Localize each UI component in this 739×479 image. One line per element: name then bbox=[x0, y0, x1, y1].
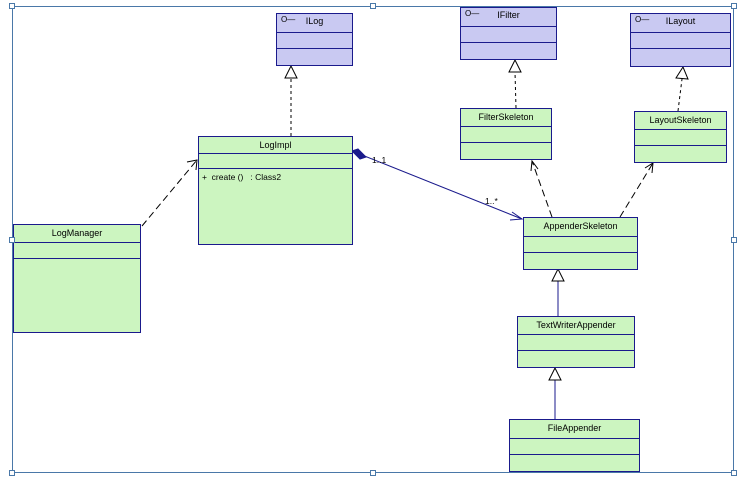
class-ilayout[interactable]: O— ILayout bbox=[630, 13, 731, 67]
resize-handle-top-left[interactable] bbox=[9, 3, 15, 9]
class-name: LogManager bbox=[14, 225, 140, 243]
attributes-compartment bbox=[518, 335, 634, 351]
resize-handle-bottom[interactable] bbox=[370, 470, 376, 476]
generalization-fileappender-textwriterappender[interactable] bbox=[548, 366, 562, 419]
class-name: TextWriterAppender bbox=[518, 317, 634, 335]
selection-frame bbox=[12, 6, 734, 473]
class-textwriterappender[interactable]: TextWriterAppender bbox=[517, 316, 635, 368]
class-layoutskeleton[interactable]: LayoutSkeleton bbox=[634, 111, 727, 163]
class-name: ILog bbox=[305, 16, 324, 26]
composition-logimpl-appenderskeleton[interactable] bbox=[351, 148, 524, 221]
class-appenderskeleton[interactable]: AppenderSkeleton bbox=[523, 217, 638, 270]
dependency-appenderskeleton-filterskeleton[interactable] bbox=[530, 159, 553, 218]
realization-filterskeleton-ifilter[interactable] bbox=[508, 58, 522, 109]
class-name: FileAppender bbox=[510, 420, 639, 439]
resize-handle-left[interactable] bbox=[9, 237, 15, 243]
class-logimpl[interactable]: LogImpl + create () : Class2 bbox=[198, 136, 353, 245]
realization-layoutskeleton-ilayout[interactable] bbox=[675, 65, 689, 112]
resize-handle-right[interactable] bbox=[731, 237, 737, 243]
multiplicity-source: 1..1 bbox=[372, 155, 387, 165]
class-logmanager[interactable]: LogManager bbox=[13, 224, 141, 333]
resize-handle-top[interactable] bbox=[370, 3, 376, 9]
class-name: FilterSkeleton bbox=[461, 109, 551, 127]
class-name: IFilter bbox=[497, 10, 520, 20]
class-ilog[interactable]: O— ILog bbox=[276, 13, 353, 66]
interface-icon: O— bbox=[635, 15, 650, 24]
class-fileappender[interactable]: FileAppender bbox=[509, 419, 640, 472]
attributes-compartment bbox=[199, 154, 352, 169]
interface-icon: O— bbox=[281, 15, 296, 24]
dependency-logmanager-logimpl[interactable] bbox=[141, 159, 198, 227]
attributes-compartment bbox=[14, 243, 140, 259]
attributes-compartment bbox=[524, 237, 637, 253]
operation-create: + create () : Class2 bbox=[202, 172, 282, 182]
interface-icon: O— bbox=[465, 9, 480, 18]
class-name: AppenderSkeleton bbox=[524, 218, 637, 237]
dependency-appenderskeleton-layoutskeleton[interactable] bbox=[619, 162, 654, 218]
class-name: LayoutSkeleton bbox=[635, 112, 726, 130]
attributes-compartment bbox=[461, 127, 551, 143]
resize-handle-bottom-right[interactable] bbox=[731, 470, 737, 476]
multiplicity-target: 1..* bbox=[485, 196, 498, 206]
attributes-compartment bbox=[635, 130, 726, 146]
class-name: LogImpl bbox=[199, 137, 352, 154]
realization-logimpl-ilog[interactable] bbox=[284, 64, 298, 136]
generalization-textwriterappender-appenderskeleton[interactable] bbox=[551, 267, 565, 316]
resize-handle-top-right[interactable] bbox=[731, 3, 737, 9]
attributes-compartment bbox=[631, 33, 730, 49]
attributes-compartment bbox=[461, 27, 556, 43]
attributes-compartment bbox=[510, 439, 639, 455]
class-name: ILayout bbox=[665, 16, 696, 26]
class-filterskeleton[interactable]: FilterSkeleton bbox=[460, 108, 552, 160]
class-ifilter[interactable]: O— IFilter bbox=[460, 7, 557, 60]
resize-handle-bottom-left[interactable] bbox=[9, 470, 15, 476]
attributes-compartment bbox=[277, 33, 352, 49]
